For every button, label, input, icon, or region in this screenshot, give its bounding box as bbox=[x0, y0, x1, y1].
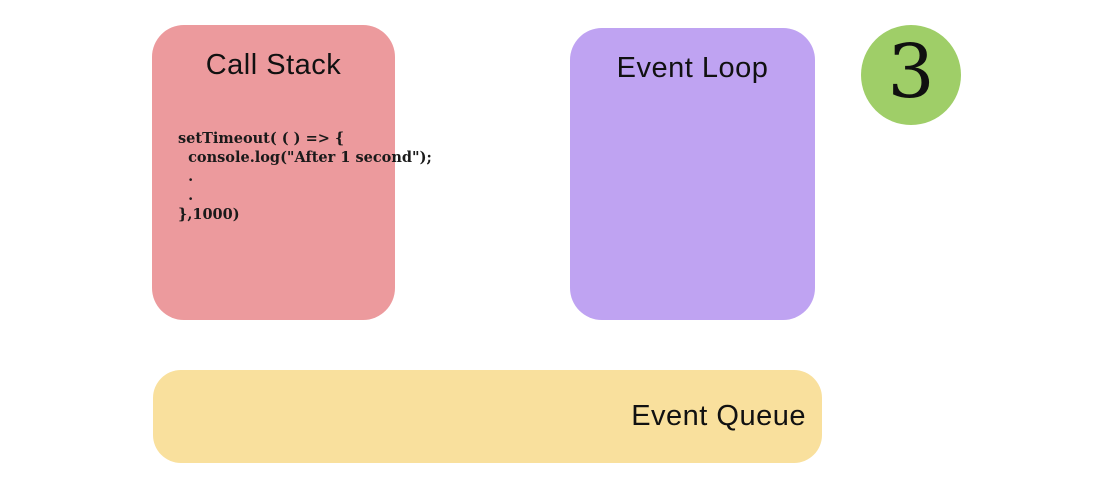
event-queue-box: Event Queue bbox=[153, 370, 822, 463]
step-number: 3 bbox=[887, 29, 935, 115]
step-number-badge: 3 bbox=[861, 25, 961, 125]
event-queue-title: Event Queue bbox=[631, 400, 806, 432]
event-loop-title: Event Loop bbox=[616, 52, 769, 84]
call-stack-box: Call Stack setTimeout( ( ) => { console.… bbox=[152, 25, 432, 320]
call-stack-title: Call Stack bbox=[205, 49, 342, 81]
call-stack-code-snippet: setTimeout( ( ) => { console.log("After … bbox=[178, 130, 432, 223]
event-loop-box: Event Loop bbox=[570, 28, 815, 320]
